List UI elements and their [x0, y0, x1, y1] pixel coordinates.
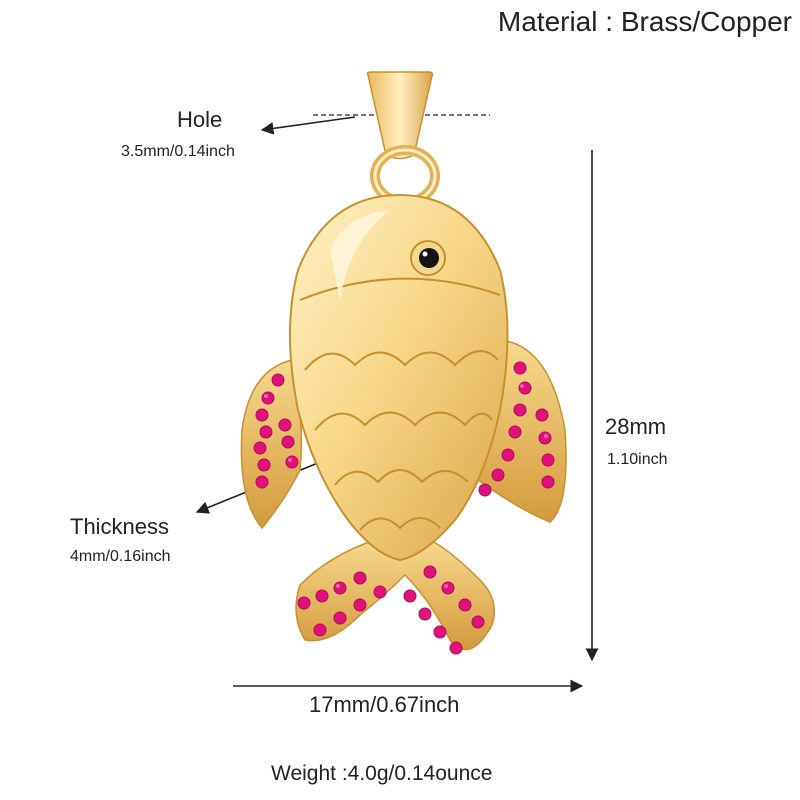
thickness-label: Thickness [70, 514, 170, 539]
tail-fin [295, 539, 495, 651]
hole-size: 3.5mm/0.14inch [121, 143, 235, 160]
hole-arrow [260, 116, 356, 135]
material-label: Material : Brass/Copper [497, 6, 792, 37]
height-mm: 28mm [605, 414, 667, 439]
left-fin [240, 359, 303, 530]
bail [366, 71, 440, 207]
width-label: 17mm/0.67inch [309, 692, 460, 717]
height-inch: 1.10inch [607, 451, 668, 468]
hole-label: Hole [177, 107, 223, 132]
thickness-size: 4mm/0.16inch [70, 548, 171, 565]
pink-stones [253, 361, 555, 655]
eye-icon [419, 248, 439, 268]
fish-body [289, 193, 509, 562]
weight-label: Weight :4.0g/0.14ounce [271, 762, 493, 785]
